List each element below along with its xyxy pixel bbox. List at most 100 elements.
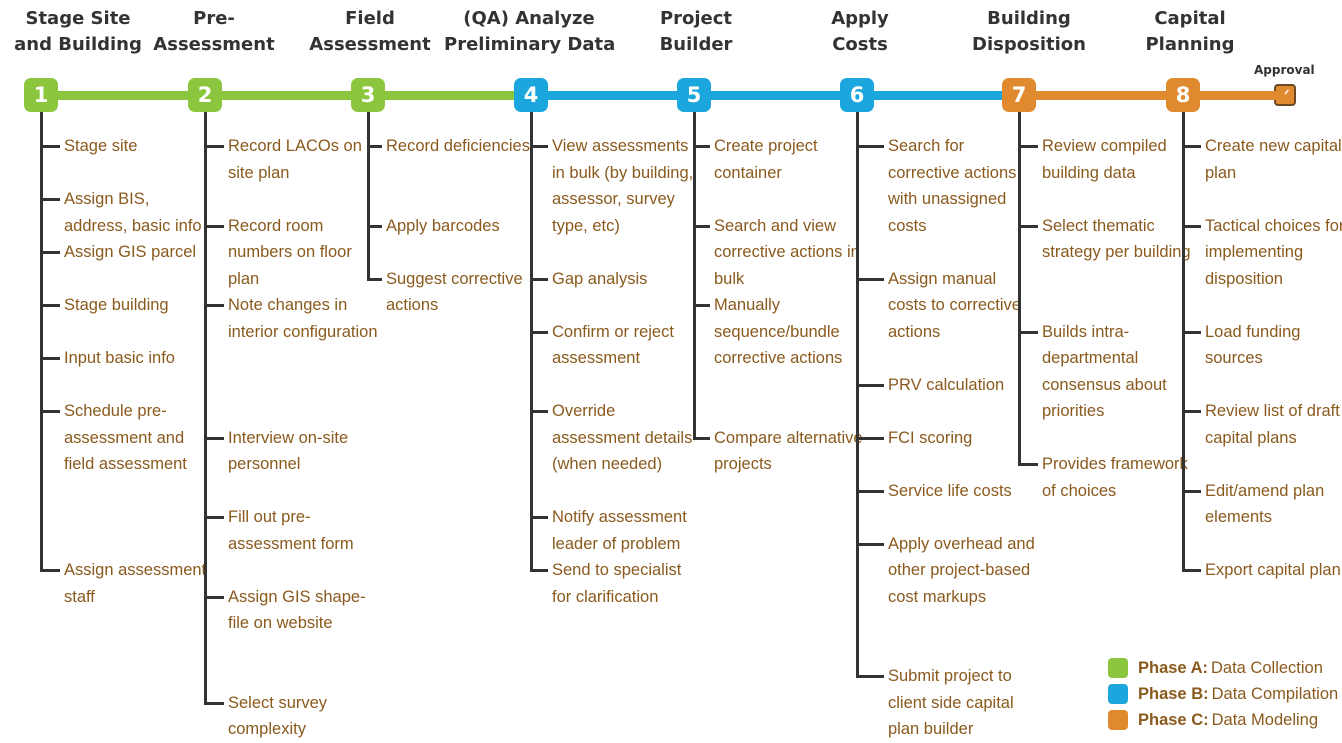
task-item: Notify assessment leader of problem bbox=[530, 504, 702, 557]
task-item: Create new capital plan bbox=[1182, 133, 1342, 186]
legend-phase-name: Phase B: bbox=[1138, 684, 1209, 703]
task-connector bbox=[1018, 145, 1038, 148]
task-item: Load funding sources bbox=[1182, 319, 1342, 372]
task-item: Provides framework of choices bbox=[1018, 451, 1192, 504]
legend-phase-name: Phase C: bbox=[1138, 710, 1209, 729]
task-item: Create project container bbox=[693, 133, 864, 186]
task-connector bbox=[40, 357, 60, 360]
stage-connector-8 bbox=[1183, 91, 1285, 100]
task-connector bbox=[367, 224, 382, 228]
task-connector bbox=[1182, 410, 1201, 413]
stage-title-line: Building bbox=[987, 8, 1071, 29]
legend-swatch bbox=[1108, 710, 1128, 730]
task-connector bbox=[1182, 489, 1201, 493]
task-connector bbox=[40, 410, 60, 413]
task-item: Record deficiencies bbox=[367, 133, 536, 160]
task-connector bbox=[1182, 145, 1201, 148]
task-connector bbox=[40, 251, 60, 254]
task-connector bbox=[856, 145, 884, 148]
stage-number-badge: 4 bbox=[514, 78, 548, 112]
stage-connector-5 bbox=[694, 91, 857, 100]
stage-number-badge: 1 bbox=[24, 78, 58, 112]
task-item: Apply overhead and other project-based c… bbox=[856, 531, 1038, 611]
task-label: Notify assessment leader of problem bbox=[552, 508, 687, 553]
stage-task-spine bbox=[367, 112, 370, 280]
task-label: Assign assessment staff bbox=[64, 561, 207, 606]
task-label: Interview on-site personnel bbox=[228, 428, 349, 474]
task-label: Builds intra-departmental consensus abou… bbox=[1042, 322, 1167, 421]
task-item: View assessments in bulk (by building, a… bbox=[530, 133, 702, 239]
stage-task-spine bbox=[204, 112, 207, 704]
task-item: Edit/amend plan elements bbox=[1182, 478, 1342, 531]
stage-number-badge: 2 bbox=[188, 78, 222, 112]
task-item: Gap analysis bbox=[530, 266, 702, 293]
task-label: Assign manual costs to corrective action… bbox=[888, 269, 1021, 341]
approval-label: Approval bbox=[1254, 63, 1315, 77]
task-label: View assessments in bulk (by building, a… bbox=[552, 137, 694, 235]
task-connector bbox=[367, 277, 382, 281]
legend-item: Phase A:Data Collection bbox=[1108, 655, 1323, 681]
task-item: Assign GIS parcel bbox=[40, 239, 214, 266]
stage-title-line: Assessment bbox=[309, 34, 431, 55]
task-label: FCI scoring bbox=[888, 428, 973, 447]
task-item: Service life costs bbox=[856, 478, 1038, 505]
legend-phase-name: Phase A: bbox=[1138, 658, 1208, 677]
task-connector bbox=[856, 436, 884, 440]
task-label: Send to specialist for clarification bbox=[552, 561, 682, 606]
task-item: Submit project to client side capital pl… bbox=[856, 663, 1038, 743]
task-connector bbox=[530, 145, 548, 148]
task-label: Tactical choices for implementing dispos… bbox=[1205, 216, 1342, 288]
task-label: Assign BIS, address, basic info bbox=[64, 190, 202, 235]
task-label: Record LACOs on site plan bbox=[228, 137, 362, 182]
task-item: FCI scoring bbox=[856, 425, 1038, 452]
stage-number-badge: 7 bbox=[1002, 78, 1036, 112]
task-connector bbox=[204, 145, 224, 148]
stage-title-line: Project bbox=[659, 8, 733, 29]
task-connector bbox=[1018, 463, 1038, 466]
task-label: Search for corrective actions with unass… bbox=[888, 137, 1017, 235]
task-label: Assign GIS parcel bbox=[64, 243, 197, 261]
task-item: Select thematic strategy per building bbox=[1018, 213, 1192, 266]
task-label: Select survey complexity bbox=[228, 693, 328, 739]
task-item: Record room numbers on floor plan bbox=[204, 213, 378, 293]
stage-connector-1 bbox=[41, 91, 205, 100]
stage-number-badge: 5 bbox=[677, 78, 711, 112]
stage-title-line: Costs bbox=[832, 34, 888, 55]
task-label: Edit/amend plan elements bbox=[1205, 481, 1325, 527]
task-connector bbox=[693, 436, 710, 440]
task-connector bbox=[204, 701, 224, 705]
task-label: Service life costs bbox=[888, 481, 1012, 500]
task-connector bbox=[856, 383, 884, 387]
legend-swatch bbox=[1108, 658, 1128, 678]
legend-item: Phase B:Data Compilation bbox=[1108, 681, 1338, 707]
task-label: Create project container bbox=[714, 137, 818, 182]
stage-title-line: Builder bbox=[659, 34, 733, 55]
task-connector bbox=[530, 410, 548, 413]
stage-title-line: and Building bbox=[14, 34, 142, 55]
task-connector bbox=[1182, 224, 1201, 228]
task-item: Review compiled building data bbox=[1018, 133, 1192, 186]
task-item: Assign GIS shape-file on website bbox=[204, 584, 378, 637]
task-label: Provides framework of choices bbox=[1042, 455, 1188, 500]
stage-title: Pre-Assessment bbox=[129, 6, 299, 58]
task-connector bbox=[693, 224, 710, 228]
task-label: Assign GIS shape-file on website bbox=[228, 587, 366, 633]
task-item: Input basic info bbox=[40, 345, 214, 372]
task-label: Override assessment details (when needed… bbox=[552, 402, 693, 473]
task-connector bbox=[1182, 330, 1201, 334]
task-label: Gap analysis bbox=[552, 269, 648, 288]
stage-connector-7 bbox=[1019, 91, 1183, 100]
task-connector bbox=[530, 516, 548, 519]
task-connector bbox=[1018, 224, 1038, 228]
task-label: Apply barcodes bbox=[386, 216, 500, 235]
stage-task-spine bbox=[1018, 112, 1021, 465]
legend-swatch bbox=[1108, 684, 1128, 704]
task-connector bbox=[530, 569, 548, 572]
task-label: Compare alternative projects bbox=[714, 428, 863, 474]
stage-task-spine bbox=[530, 112, 533, 571]
task-item: Send to specialist for clarification bbox=[530, 557, 702, 610]
